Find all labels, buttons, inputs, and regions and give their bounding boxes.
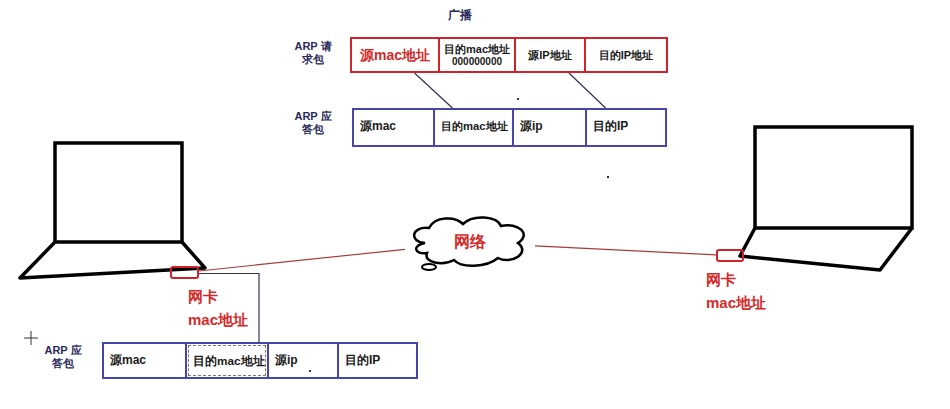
packet-label: ARP 请求包 <box>290 40 336 66</box>
cursor-crosshair <box>24 331 38 345</box>
field-text: 源ip <box>275 354 298 368</box>
field-text: 源mac <box>360 120 396 134</box>
field-text: 目的IP <box>593 120 628 134</box>
request-field: 目的mac地址000000000 <box>438 37 516 73</box>
laptop-base <box>20 242 205 278</box>
request-field: 源mac地址 <box>350 37 440 73</box>
reply-field: 源mac <box>102 342 187 379</box>
field-text: 源ip <box>520 120 543 134</box>
packet-label: ARP 应答包 <box>290 110 336 136</box>
field-text: 网络 <box>454 233 486 251</box>
dot <box>517 98 519 100</box>
reply-field: 目的IP <box>337 342 418 379</box>
field-text: 网卡 <box>706 271 736 288</box>
dot <box>309 370 311 372</box>
field-text: 目的IP地址 <box>599 49 653 62</box>
reply-field: 目的mac地址 <box>433 108 514 147</box>
reply-field: 源mac <box>352 108 435 147</box>
reply-field: 源ip <box>512 108 587 147</box>
network-card: 网卡mac地址 <box>170 266 199 279</box>
reply-field: 目的mac地址 <box>185 342 269 379</box>
network-cloud: 网络 <box>405 215 535 270</box>
reply-field: 源ip <box>267 342 339 379</box>
laptop-screen <box>55 143 182 242</box>
field-text: 网卡 <box>188 288 218 305</box>
packet-label: 广播 <box>440 8 480 22</box>
connector-line <box>535 246 716 255</box>
field-text: 目的mac地址 <box>441 120 508 133</box>
field-text: 源mac <box>110 354 146 368</box>
field-text: mac地址 <box>706 294 766 311</box>
field-text: 源mac地址 <box>360 47 430 63</box>
field-text: 000000000 <box>452 56 502 68</box>
network-card: 网卡mac地址 <box>716 249 744 262</box>
reply-field: 目的IP <box>585 108 667 147</box>
field-text: mac地址 <box>188 311 248 328</box>
dot <box>607 176 609 178</box>
connector-line <box>415 73 453 108</box>
connector-line <box>199 274 259 343</box>
packet-label: ARP 应答包 <box>40 344 86 370</box>
laptop-base <box>740 228 912 270</box>
field-text: 目的IP <box>345 354 380 368</box>
request-field: 目的IP地址 <box>584 37 668 73</box>
laptop-screen <box>755 127 912 228</box>
field-text: 目的mac地址 <box>444 43 510 56</box>
field-text: 目的mac地址 <box>193 354 265 368</box>
request-field: 源IP地址 <box>514 37 586 73</box>
field-text: 源IP地址 <box>528 49 571 62</box>
connector-line <box>199 249 405 271</box>
connector-line <box>569 73 606 108</box>
